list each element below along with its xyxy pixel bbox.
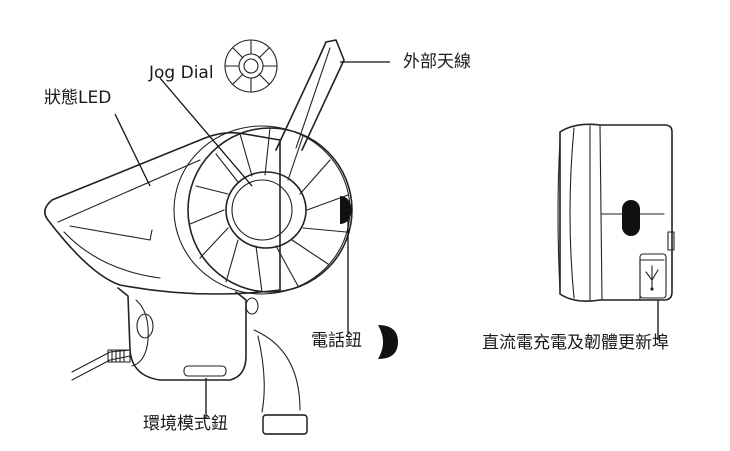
headset-side-view xyxy=(557,123,675,302)
ambient-button-glyph xyxy=(262,414,308,435)
ambient-button-slot xyxy=(183,365,227,377)
label-phone-button: 電話鈕 xyxy=(311,331,362,351)
cable-connector xyxy=(107,349,131,363)
label-ambient-mode-button: 環境模式鈕 xyxy=(143,414,228,434)
cable-left xyxy=(71,355,131,381)
label-status-led: 狀態LED xyxy=(44,88,112,108)
dial-housing xyxy=(187,127,353,293)
phone-button-bump xyxy=(340,196,352,224)
side-view-body xyxy=(559,123,673,302)
jog-dial-segments xyxy=(189,127,349,293)
label-charge-port: 直流電充電及韌體更新埠 xyxy=(482,333,669,353)
status-led-strip xyxy=(69,225,153,241)
mount-clamp xyxy=(117,287,247,381)
usb-icon xyxy=(645,265,659,291)
leader-jog-dial xyxy=(159,77,253,187)
label-external-antenna: 外部天線 xyxy=(403,52,471,72)
jog-dial-inset-icon xyxy=(224,39,278,93)
usb-port xyxy=(639,253,667,299)
leader-status-led xyxy=(114,113,151,187)
side-button xyxy=(622,200,640,236)
phone-button-glyph xyxy=(378,325,398,359)
cable-right xyxy=(253,329,301,411)
headset-body xyxy=(44,131,281,295)
label-jog-dial: Jog Dial xyxy=(149,63,214,83)
jog-dial-center xyxy=(225,171,307,249)
antenna-shape xyxy=(275,39,345,151)
headset-main-unit xyxy=(44,39,353,413)
